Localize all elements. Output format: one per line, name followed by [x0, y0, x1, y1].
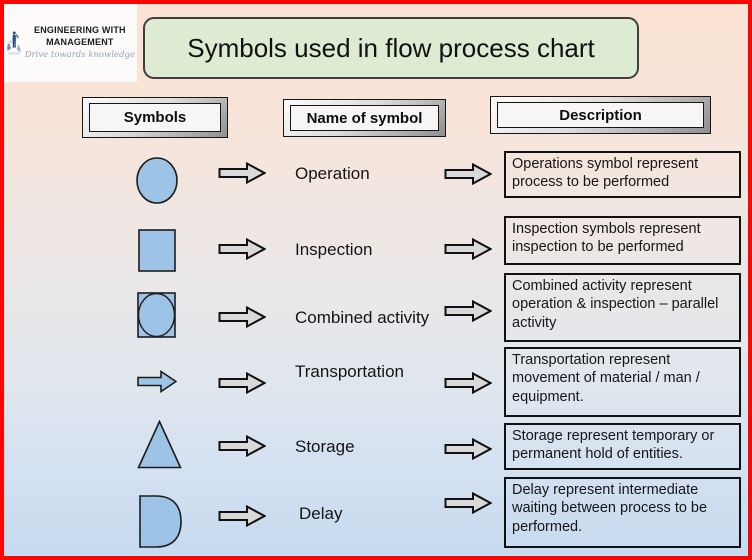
column-header-description: Description	[490, 96, 711, 134]
description-transportation: Transportation represent movement of mat…	[504, 347, 741, 417]
flow-arrow-icon	[218, 306, 266, 328]
symbol-name-combined-activity: Combined activity	[295, 308, 430, 327]
column-header-name-label: Name of symbol	[290, 105, 439, 131]
flow-arrow-icon	[218, 162, 266, 184]
people-chart-illustration-icon	[6, 31, 22, 55]
description-inspection: Inspection symbols represent inspection …	[504, 216, 741, 265]
flow-arrow-icon	[218, 372, 266, 394]
column-header-symbols-label: Symbols	[89, 103, 221, 132]
flow-arrow-icon	[444, 372, 492, 394]
column-header-name-of-symbol: Name of symbol	[283, 99, 446, 137]
symbol-name-inspection: Inspection	[295, 240, 373, 259]
symbol-name-delay: Delay	[299, 504, 343, 523]
description-delay: Delay represent intermediate waiting bet…	[504, 477, 741, 548]
brand-name-line1: ENGINEERING WITH	[34, 25, 126, 36]
combined-circle-in-square-icon	[137, 292, 176, 338]
inspection-square-icon	[138, 229, 176, 272]
column-header-description-label: Description	[497, 102, 704, 128]
delay-d-shape-icon	[139, 495, 182, 548]
flow-arrow-icon	[444, 300, 492, 322]
description-storage: Storage represent temporary or permanent…	[504, 423, 741, 470]
flow-arrow-icon	[218, 435, 266, 457]
operation-ellipse-icon	[136, 157, 178, 204]
symbol-name-transportation: Transportation	[295, 362, 404, 381]
flow-arrow-icon	[444, 492, 492, 514]
storage-triangle-icon	[137, 420, 182, 469]
column-header-symbols: Symbols	[82, 97, 228, 138]
flow-arrow-icon	[218, 505, 266, 527]
description-combined-activity: Combined activity represent operation & …	[504, 273, 741, 342]
page-title: Symbols used in flow process chart	[143, 17, 639, 79]
transportation-arrow-icon	[137, 370, 177, 393]
flow-arrow-icon	[218, 238, 266, 260]
flow-arrow-icon	[444, 438, 492, 460]
symbol-name-operation: Operation	[295, 164, 370, 183]
brand-name-line2: MANAGEMENT	[46, 36, 114, 47]
symbol-name-storage: Storage	[295, 437, 355, 456]
description-operation: Operations symbol represent process to b…	[504, 151, 741, 198]
flow-arrow-icon	[444, 163, 492, 185]
brand-logo: ENGINEERING WITH MANAGEMENT Drive toward…	[4, 4, 137, 82]
brand-tagline: Drive towards knowledge	[24, 49, 135, 60]
flow-arrow-icon	[444, 238, 492, 260]
